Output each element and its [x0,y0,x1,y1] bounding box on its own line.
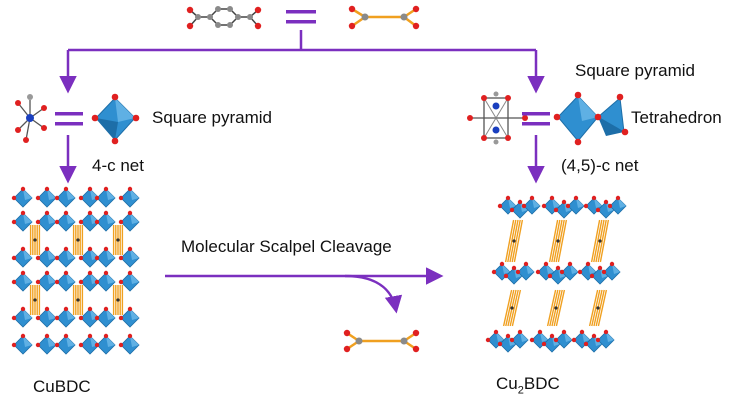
cu2bdc-pillar [548,219,568,263]
cu2bdc-pillar [546,289,566,327]
cubdc-node [11,210,33,232]
cubdc-node [118,333,140,355]
cubdc-node [118,186,140,208]
net-label-left: 4-c net [92,156,144,175]
cubdc-pillar [72,225,84,255]
cu2bdc-node [601,261,621,281]
cu-coordination-icon [15,94,47,143]
cubdc-node [118,306,140,328]
cubdc-node [11,270,33,292]
cubdc-node [94,306,116,328]
cubdc-node [118,210,140,232]
cu2bdc-node [521,195,541,215]
cu2bdc-node [595,329,615,349]
cu2bdc-pillar [588,289,608,327]
cu2bdc-node [565,195,585,215]
square-pyramid-icon [91,93,140,145]
reaction-label: Molecular Scalpel Cleavage [181,237,392,256]
cubdc-node [78,246,100,268]
cubdc-node [94,210,116,232]
cubdc-pillar [29,285,41,315]
cubdc-node [11,186,33,208]
cubdc-node [94,270,116,292]
cu2bdc-node [509,329,529,349]
square-pyramid-label-right: Square pyramid [575,61,696,80]
cubdc-framework [11,186,140,355]
bdc-molecule-icon [186,6,262,30]
cubdc-pillar [29,225,41,255]
cu2bdc-node [515,261,535,281]
cubdc-node [11,306,33,328]
cubdc-pillar [112,285,124,315]
equals-sign-top [286,10,316,24]
cubdc-node [35,210,57,232]
cubdc-node [35,306,57,328]
cubdc-node [35,246,57,268]
cubdc-node [54,246,76,268]
cu2bdc-pillar [502,289,522,327]
tetrahedron-label: Tetrahedron [631,108,722,127]
cubdc-node [94,186,116,208]
cu2bdc-pillar [590,219,610,263]
cubdc-pillar [112,225,124,255]
equals-sign-right [522,112,550,126]
cubdc-node [54,210,76,232]
cu2bdc-label-bdc: BDC [523,374,560,393]
cubdc-node [94,246,116,268]
cu2bdc-label-subscript: 2 [517,384,524,397]
cubdc-pillar [72,285,84,315]
cubdc-node [78,186,100,208]
cubdc-node [35,333,57,355]
released-linker-icon [343,329,420,353]
square-pyramid-label-left: Square pyramid [152,108,273,127]
cu2bdc-node [553,329,573,349]
cu2bdc-node [559,261,579,281]
cubdc-node [11,333,33,355]
cubdc-node [118,270,140,292]
cubdc-node [54,306,76,328]
cubdc-node [54,333,76,355]
cubdc-label: CuBDC [33,377,91,396]
cubdc-node [94,333,116,355]
cu2bdc-framework [485,195,627,353]
cubdc-node [11,246,33,268]
cubdc-node [54,270,76,292]
bdc-linker-icon [348,5,420,30]
cubdc-node [35,186,57,208]
cleavage-arrow [344,274,403,314]
equals-sign-left [55,112,83,126]
cubdc-node [118,246,140,268]
net-label-right: (4,5)-c net [561,156,639,175]
cubdc-node [54,186,76,208]
cubdc-node [35,270,57,292]
cu2bdc-pillar [504,219,524,263]
cu2bdc-node [583,195,603,215]
cu2bdc-node [607,195,627,215]
cu2bdc-label: Cu2BDC [496,375,560,396]
cu2bdc-label-cu: Cu [496,374,518,393]
paddlewheel-icon [467,91,528,145]
tetrahedron-icon [553,91,629,146]
branch-arrow [59,30,545,94]
